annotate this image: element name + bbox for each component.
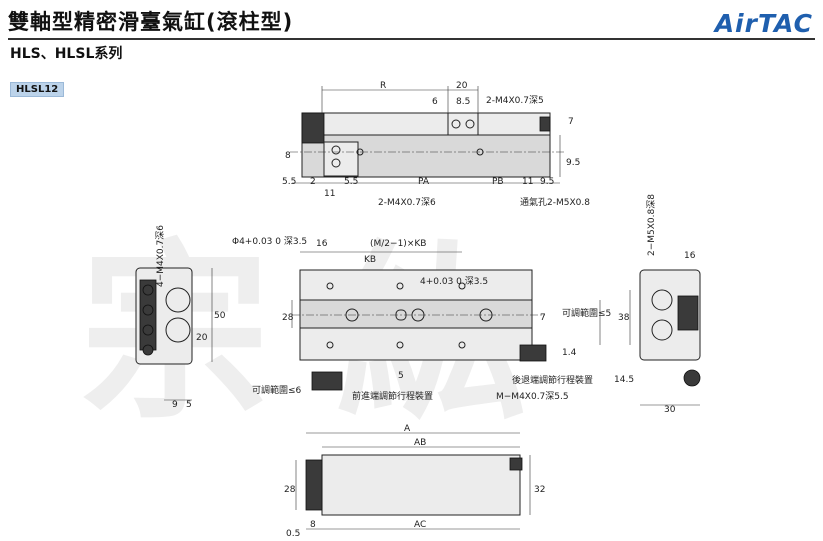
dim-30: 30 [664, 405, 676, 415]
dim-28: 28 [282, 313, 294, 323]
dim-9-5: 9.5 [540, 177, 554, 187]
dim-20-top: 20 [456, 81, 468, 91]
bottom-view-body [321, 454, 521, 516]
dim-7-front: 7 [540, 313, 546, 323]
top-view [290, 86, 565, 184]
rear-adjuster [519, 344, 547, 362]
front-view-rail [299, 299, 533, 329]
dim-AC: AC [414, 520, 426, 530]
dim-0-5: 0.5 [286, 529, 300, 539]
dim-32: 32 [534, 485, 545, 495]
dim-5-5-left: 5.5 [282, 177, 296, 187]
label-right-m5: 2−M5X0.8深8 [646, 194, 657, 256]
dim-50: 50 [214, 311, 226, 321]
front-adjuster [311, 371, 343, 391]
bottom-view [295, 432, 531, 530]
dim-2: 2 [310, 177, 316, 187]
label-hole4: 4+0.03 0 深3.5 [420, 276, 488, 287]
dim-20: 20 [196, 333, 208, 343]
label-adj6: 可調範圍≤6 [252, 384, 302, 396]
dim-AB: AB [414, 438, 426, 448]
dim-28-bottom: 28 [284, 485, 296, 495]
dim-5-5: 5.5 [344, 177, 358, 187]
label-front-adjuster: 前進端調節行程裝置 [352, 390, 433, 402]
label-m4-depth6: 2-M4X0.7深6 [378, 197, 436, 208]
dim-PB: PB [492, 177, 504, 187]
dim-38: 38 [618, 313, 630, 323]
bottom-view-stopper [509, 457, 523, 471]
dim-R: R [380, 81, 386, 91]
page-title: 雙軸型精密滑臺氣缸(滾柱型) [8, 10, 294, 34]
right-side-view [629, 269, 701, 406]
dim-5-left: 5 [186, 400, 192, 410]
dim-16-right: 16 [684, 251, 696, 261]
top-view-port-block [447, 112, 479, 136]
dim-A: A [404, 424, 411, 434]
top-view-endplate [301, 112, 325, 144]
label-rear-adjuster: 後退端調節行程裝置 [512, 374, 593, 386]
series-subtitle: HLS、HLSL系列 [10, 46, 123, 62]
right-view-port [677, 295, 699, 331]
label-left-m4: 4−M4X0.7深6 [155, 225, 166, 287]
left-side-view [135, 267, 213, 401]
dim-7: 7 [568, 117, 574, 127]
dim-9-5-vertical: 9.5 [566, 158, 580, 168]
dim-16: 16 [316, 239, 328, 249]
dim-14-5: 14.5 [614, 375, 634, 385]
label-phi4: Φ4+0.03 0 深3.5 [232, 236, 307, 247]
label-m4-top: 2-M4X0.7深5 [486, 95, 544, 106]
model-badge: HLSL12 [10, 82, 65, 97]
title-divider [8, 38, 815, 40]
label-air-port: 通氣孔2-M5X0.8 [520, 196, 590, 208]
dim-8-5: 8.5 [456, 97, 470, 107]
top-view-slide [301, 112, 551, 136]
dim-PA: PA [418, 177, 430, 187]
bottom-view-endplate [305, 459, 323, 511]
dim-9: 9 [172, 400, 178, 410]
airtac-logo: AirTAC [714, 9, 813, 38]
dim-8: 8 [285, 151, 291, 161]
dim-KB: KB [364, 255, 376, 265]
dim-5: 5 [398, 371, 404, 381]
top-view-block [323, 141, 359, 177]
front-view [291, 251, 601, 391]
dim-6: 6 [432, 97, 438, 107]
right-view-adjuster [683, 369, 701, 387]
label-m4-55: M−M4X0.7深5.5 [496, 391, 569, 402]
dim-11: 11 [522, 177, 533, 187]
top-view-stopper [539, 116, 551, 132]
dim-1-4: 1.4 [562, 348, 577, 358]
dim-m2kb: (M/2−1)×KB [370, 239, 426, 249]
label-adj5: 可調範圍≤5 [562, 307, 611, 319]
dim-11-bottom: 11 [324, 189, 335, 199]
dim-8-bottom: 8 [310, 520, 316, 530]
